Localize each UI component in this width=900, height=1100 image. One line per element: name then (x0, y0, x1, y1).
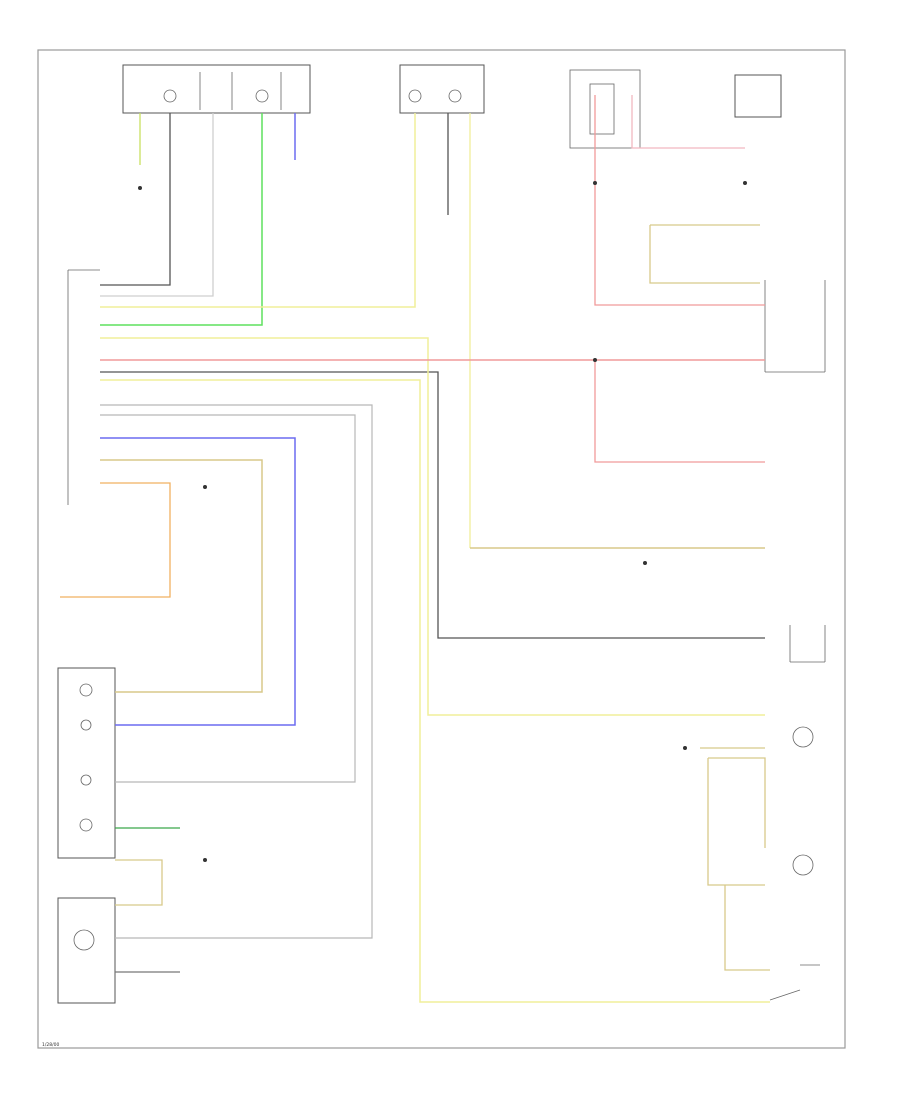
right-headlight-connector (399, 64, 485, 114)
left-licence-lamp (792, 726, 814, 748)
trailer-socket (789, 625, 826, 663)
left-headlight-connector (122, 64, 311, 114)
wire-blue (100, 437, 296, 726)
instrument-cluster (57, 667, 116, 859)
wire-orange (60, 482, 171, 598)
wire-tan-5 (115, 859, 163, 906)
wire-white-1 (100, 113, 214, 297)
wire-green (100, 113, 263, 326)
page-ref-label: 1/28/00 (42, 1042, 59, 1048)
wire-yellow-2 (100, 337, 765, 716)
top-right-relay (734, 74, 782, 118)
wire-grey-1 (100, 404, 373, 939)
wire-yellow-1 (100, 113, 416, 308)
rear-fog-switch (769, 964, 820, 1001)
diagram-frame (37, 49, 846, 1049)
wire-red-2 (594, 360, 765, 463)
wire-yellow-3 (100, 379, 770, 1003)
fuse-box (569, 69, 641, 149)
wire-black-1 (100, 113, 171, 286)
wire-grey-2 (100, 414, 356, 783)
lighting-control-module (67, 269, 100, 505)
wire-tan-1 (100, 459, 263, 693)
brake-light-switch (764, 280, 826, 373)
wire-red-3 (594, 95, 765, 306)
rear-fog-lamp (57, 897, 116, 1004)
ground-points (138, 181, 747, 862)
right-licence-lamp (792, 854, 814, 876)
wire-tan-3 (649, 224, 760, 284)
wire-tan-4 (700, 747, 770, 971)
wire-black-3 (100, 371, 765, 639)
wire-pink (631, 95, 745, 149)
